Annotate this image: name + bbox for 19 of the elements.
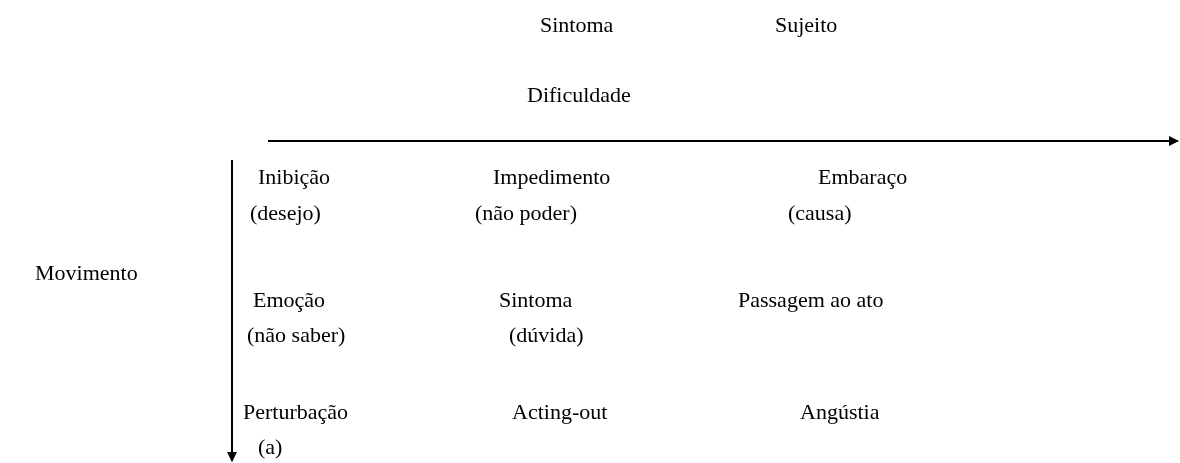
- axis-label: Sintoma: [540, 12, 614, 38]
- axis-label: Sujeito: [775, 12, 838, 38]
- axis-label: (dúvida): [509, 322, 584, 348]
- axis-label: Emoção: [253, 287, 326, 313]
- axis-label: Passagem ao ato: [738, 287, 884, 313]
- axis-label: Embaraço: [818, 164, 908, 190]
- axis-label: (não saber): [247, 322, 346, 348]
- axis-label: Movimento: [35, 260, 138, 286]
- axis-label: Sintoma: [499, 287, 573, 313]
- axis-label: Dificuldade: [527, 82, 631, 108]
- axis-label: Inibição: [258, 164, 331, 190]
- axis-label: (desejo): [250, 200, 321, 226]
- axis-label: Angústia: [800, 399, 880, 425]
- axis-label: Acting-out: [512, 399, 608, 425]
- axis-label: Impedimento: [493, 164, 611, 190]
- axis-label: Perturbação: [243, 399, 349, 425]
- axis-label: (a): [258, 434, 283, 460]
- axis-label: (causa): [788, 200, 852, 226]
- axis-label: (não poder): [475, 200, 577, 226]
